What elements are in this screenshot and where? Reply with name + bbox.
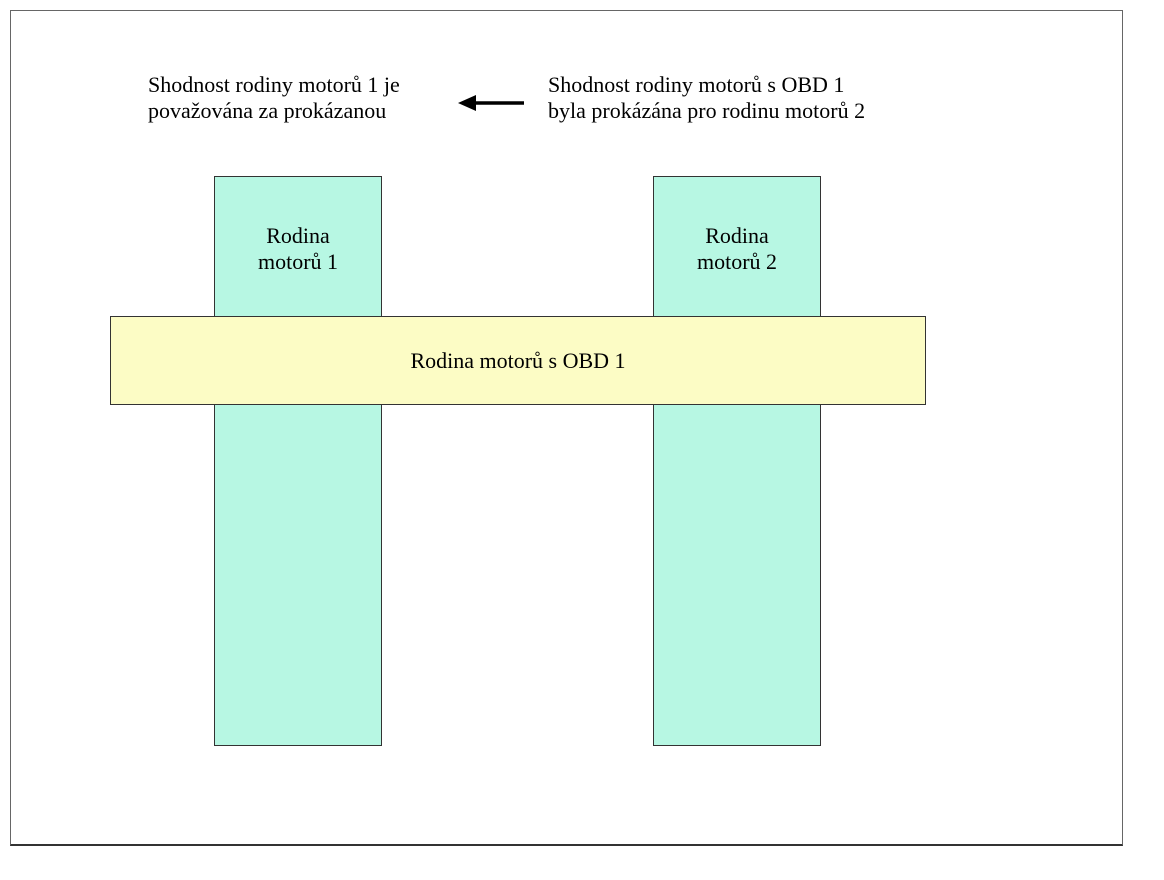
engine-family-2-box: Rodina motorů 2 bbox=[653, 176, 821, 746]
note-conformity-demonstrated: Shodnost rodiny motorů s OBD 1 byla prok… bbox=[548, 72, 865, 124]
obd-engine-family-box: Rodina motorů s OBD 1 bbox=[110, 316, 926, 405]
engine-family-1-label: Rodina motorů 1 bbox=[215, 223, 381, 275]
diagram-frame bbox=[10, 10, 1123, 846]
obd-engine-family-label: Rodina motorů s OBD 1 bbox=[410, 348, 626, 373]
note-right-line-1: Shodnost rodiny motorů s OBD 1 bbox=[548, 72, 845, 97]
engine-family-1-box: Rodina motorů 1 bbox=[214, 176, 382, 746]
engine-family-1-label-line-2: motorů 1 bbox=[257, 249, 339, 274]
arrow-left-icon bbox=[458, 95, 524, 111]
engine-family-2-label-line-1: Rodina bbox=[705, 223, 769, 248]
engine-family-1-label-line-1: Rodina bbox=[266, 223, 330, 248]
note-conformity-assumed: Shodnost rodiny motorů 1 je považována z… bbox=[148, 72, 400, 124]
note-left-line-2: považována za prokázanou bbox=[148, 98, 387, 123]
engine-family-2-label-line-2: motorů 2 bbox=[696, 249, 778, 274]
note-left-line-1: Shodnost rodiny motorů 1 je bbox=[148, 72, 400, 97]
note-right-line-2: byla prokázána pro rodinu motorů 2 bbox=[548, 98, 866, 123]
engine-family-2-label: Rodina motorů 2 bbox=[654, 223, 820, 275]
